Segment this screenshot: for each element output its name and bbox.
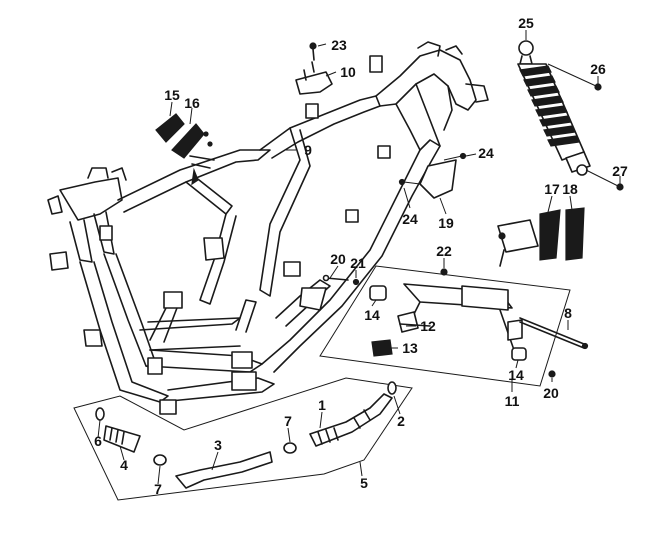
callout-7-left: 7 bbox=[154, 481, 162, 497]
bracket-10 bbox=[295, 61, 333, 95]
leader-lines bbox=[97, 30, 621, 485]
callout-16: 16 bbox=[184, 95, 200, 111]
callout-12: 12 bbox=[420, 318, 436, 334]
callout-19: 19 bbox=[438, 215, 454, 231]
callout-3: 3 bbox=[214, 437, 222, 453]
callout-15: 15 bbox=[164, 87, 180, 103]
bolt-23 bbox=[309, 42, 317, 61]
duct-assembly-group-5 bbox=[73, 377, 413, 501]
callout-14-left: 14 bbox=[364, 307, 380, 323]
bolt-20-left bbox=[322, 274, 349, 282]
callout-1: 1 bbox=[318, 397, 326, 413]
callout-20-left: 20 bbox=[330, 251, 346, 267]
callout-25: 25 bbox=[518, 15, 534, 31]
callout-9: 9 bbox=[304, 142, 312, 158]
callout-13: 13 bbox=[402, 340, 418, 356]
callout-11: 11 bbox=[505, 393, 520, 409]
callout-17: 17 bbox=[544, 181, 560, 197]
callout-7-right: 7 bbox=[284, 413, 292, 429]
rear-shock-absorber-25 bbox=[517, 40, 591, 176]
bracket-19 bbox=[398, 152, 467, 199]
washer-21 bbox=[352, 278, 360, 286]
callout-5: 5 bbox=[360, 475, 368, 491]
callout-22: 22 bbox=[436, 243, 452, 259]
bolt-20-right bbox=[548, 370, 556, 378]
callout-6: 6 bbox=[94, 433, 102, 449]
callout-14-right: 14 bbox=[508, 367, 524, 383]
callout-24-upper: 24 bbox=[478, 145, 494, 161]
main-frame bbox=[47, 41, 489, 415]
callout-26: 26 bbox=[590, 61, 606, 77]
side-bracket-17-18 bbox=[497, 207, 585, 267]
callout-8: 8 bbox=[564, 305, 572, 321]
callout-4: 4 bbox=[120, 457, 128, 473]
side-bracket-15-16 bbox=[155, 113, 215, 186]
callout-20-right: 20 bbox=[543, 385, 559, 401]
bolt-26 bbox=[547, 63, 602, 91]
pivot-shaft-8 bbox=[519, 317, 589, 350]
stand-assembly-group-11 bbox=[319, 265, 571, 387]
callout-21: 21 bbox=[350, 255, 366, 271]
callout-27: 27 bbox=[612, 163, 628, 179]
callout-2: 2 bbox=[397, 413, 405, 429]
callout-23: 23 bbox=[331, 37, 347, 53]
callout-18: 18 bbox=[562, 181, 578, 197]
callout-10: 10 bbox=[340, 64, 356, 80]
callout-labels: 1 2 3 4 5 6 7 7 8 9 10 11 12 13 14 14 15… bbox=[94, 15, 628, 497]
callout-24-lower: 24 bbox=[402, 211, 418, 227]
